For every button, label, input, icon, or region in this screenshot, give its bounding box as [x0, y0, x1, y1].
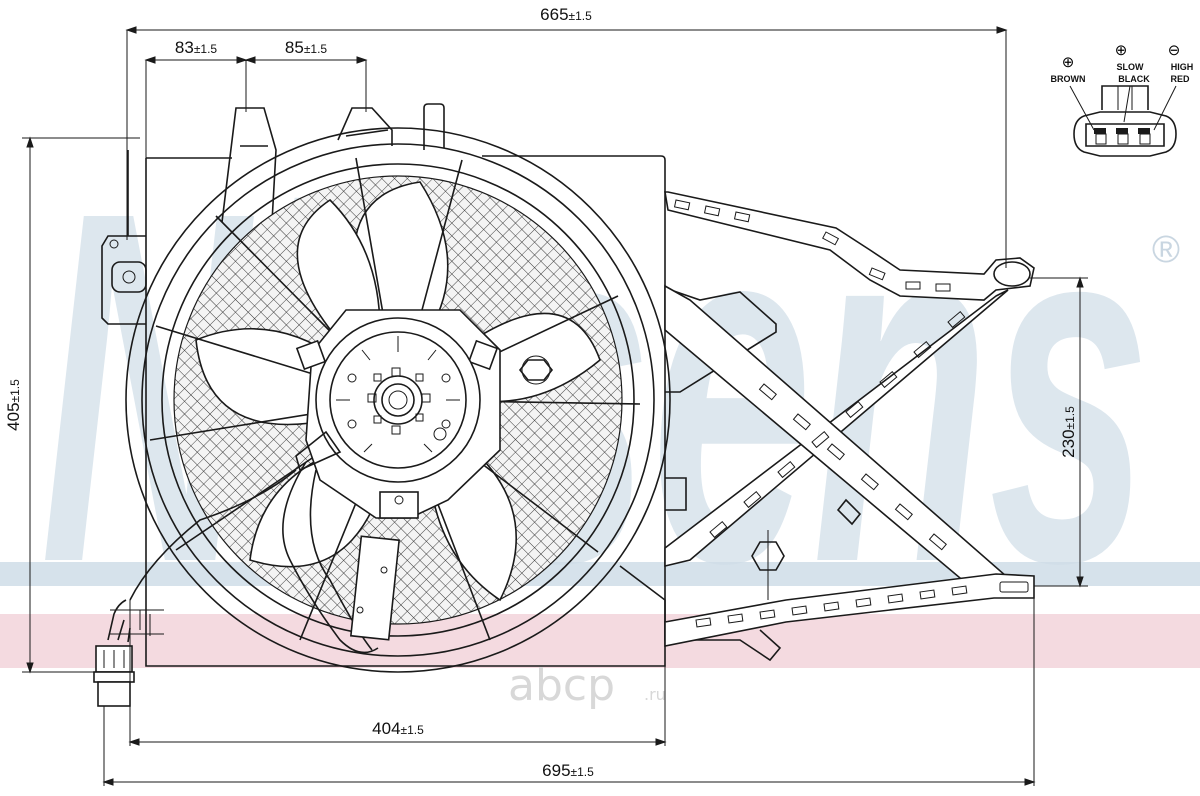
dim-height-right: 230±1.5: [1059, 406, 1078, 458]
dim-top-right: 85±1.5: [285, 38, 328, 57]
dim-height-left: 405±1.5: [4, 379, 23, 431]
overlay-site-text: abcp: [508, 660, 615, 711]
watermark-registered: ®: [1152, 229, 1180, 271]
pin-3-symbol: ⊖: [1168, 42, 1181, 59]
pin-1-symbol: ⊕: [1062, 54, 1075, 71]
watermark-band-pink: [0, 614, 1200, 668]
fan-rotor: [125, 127, 671, 673]
pin-2-symbol: ⊕: [1115, 42, 1128, 59]
dim-top-left: 83±1.5: [175, 38, 218, 57]
pin-3-label-a: HIGH: [1171, 62, 1194, 72]
dim-bottom-inner: 404±1.5: [372, 719, 424, 738]
dim-bottom-overall: 695±1.5: [542, 761, 594, 780]
pin-1-label: BROWN: [1051, 74, 1086, 84]
pin-3-label-b: RED: [1170, 74, 1190, 84]
mounting-bracket-arms: [664, 191, 1035, 647]
overlay-tld-text: .ru: [644, 685, 666, 704]
dimension-lines: [22, 26, 1088, 786]
dim-top-overall: 665±1.5: [540, 5, 592, 24]
pin-2-label-a: SLOW: [1117, 62, 1145, 72]
pin-2-label-b: BLACK: [1118, 74, 1150, 84]
shroud: [101, 103, 782, 667]
site-overlay-logo: abcp .ru: [508, 660, 666, 711]
wiring-harness: [93, 430, 401, 707]
connector-pinout: ⊕ ⊕ ⊖ BROWN SLOW BLACK HIGH RED: [1051, 42, 1194, 157]
